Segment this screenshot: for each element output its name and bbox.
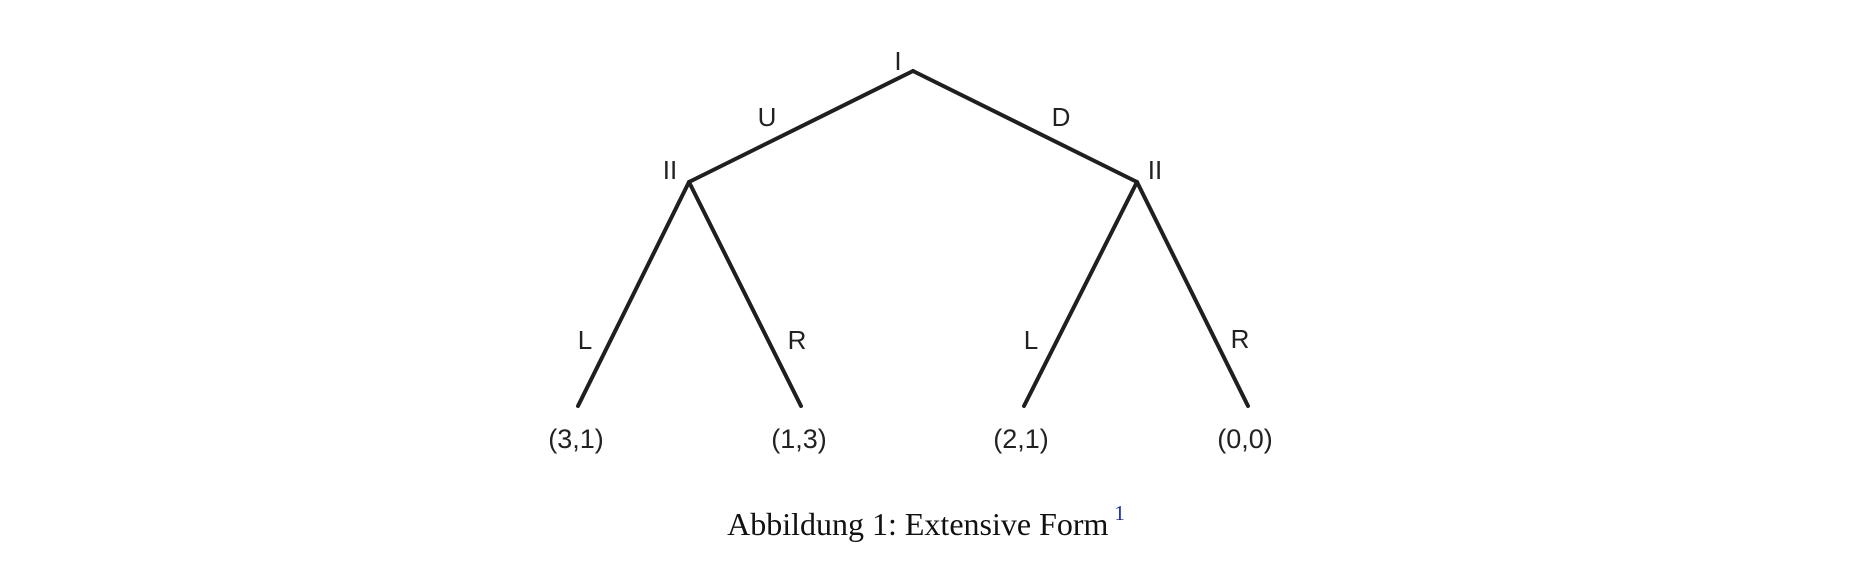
edge-left-node-to-leaf-2	[687, 180, 803, 408]
payoff-3: (2,1)	[993, 424, 1049, 454]
right-node-label: II	[1148, 155, 1162, 185]
edge-label-right-1: R	[788, 325, 807, 355]
payoff-1: (3,1)	[548, 424, 604, 454]
edge-root-to-right-node	[911, 69, 1139, 184]
edge-left-node-to-leaf-1	[576, 180, 691, 408]
edge-label-right-2: R	[1231, 324, 1250, 354]
left-node-label: II	[663, 155, 677, 185]
footnote-reference-link[interactable]: 1	[1114, 501, 1125, 525]
edge-right-node-to-leaf-4	[1135, 180, 1250, 408]
edge-label-left-2: L	[1024, 325, 1038, 355]
edge-label-down: D	[1052, 102, 1071, 132]
edge-label-up: U	[758, 102, 777, 132]
payoff-2: (1,3)	[771, 424, 827, 454]
caption-text: Abbildung 1: Extensive Form	[727, 506, 1109, 542]
payoff-4: (0,0)	[1217, 424, 1273, 454]
edge-label-left-1: L	[578, 325, 592, 355]
edge-root-to-left-node	[687, 69, 915, 184]
edge-right-node-to-leaf-3	[1022, 180, 1139, 408]
root-node-label: I	[894, 46, 901, 76]
